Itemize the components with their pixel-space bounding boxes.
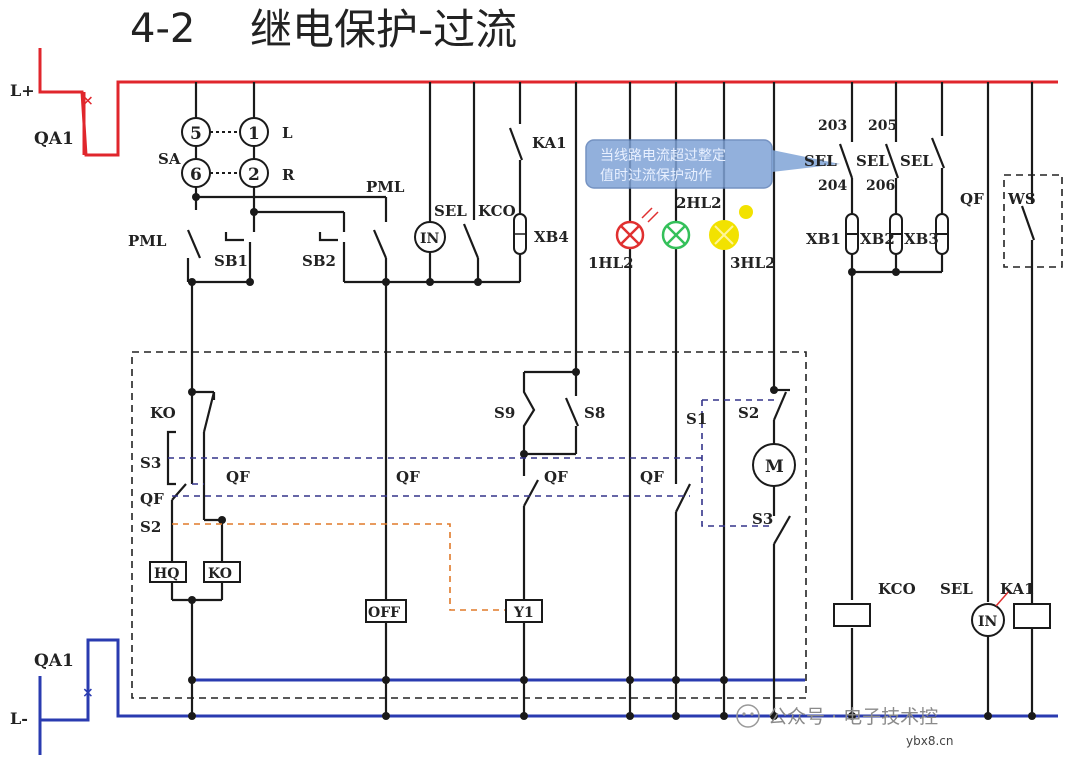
terminal-6-label: 6 <box>190 165 202 185</box>
sel-in-label: SEL <box>434 202 467 220</box>
xb3-label: XB3 <box>904 230 939 248</box>
l-minus-label: L- <box>10 709 28 728</box>
watermark-site: ybx8.cn <box>906 734 953 748</box>
s2-left-label: S2 <box>140 518 161 536</box>
title-text: 继电保护-过流 <box>250 5 517 54</box>
s2-right-label: S2 <box>738 404 759 422</box>
motor-label: M <box>765 457 784 477</box>
xb1-label: XB1 <box>806 230 841 248</box>
t203-label: 203 <box>818 118 847 134</box>
sel3-label: SEL <box>900 152 933 170</box>
t206-label: 206 <box>866 178 895 194</box>
hl1-label: 1HL2 <box>588 254 634 272</box>
title-number: 4-2 <box>130 6 195 52</box>
sa-switch <box>181 117 269 188</box>
ko-top-label: KO <box>150 404 176 422</box>
sb2-label: SB2 <box>302 252 336 270</box>
qf-left-label: QF <box>140 490 164 508</box>
xb-plates <box>845 213 949 255</box>
hq-coil <box>149 561 187 583</box>
ka1-top-label: KA1 <box>532 134 567 152</box>
callout-line2: 值时过流保护动作 <box>600 168 712 184</box>
terminal-2-label: 2 <box>248 165 260 185</box>
s9-label: S9 <box>494 404 515 422</box>
sel1-label: SEL <box>804 152 837 170</box>
terminal-1 <box>239 117 269 147</box>
in-meter-top-label: IN <box>420 231 440 247</box>
hl3-label: 3HL2 <box>730 254 776 272</box>
motor <box>752 443 796 487</box>
minus-bus <box>38 638 1058 755</box>
junction-dots <box>188 193 1036 720</box>
callout-line1: 当线路电流超过整定 <box>600 148 726 164</box>
breaker-cabinet-box <box>131 351 807 699</box>
sel2-label: SEL <box>856 152 889 170</box>
qf-mid3-label: QF <box>544 468 568 486</box>
l-plus-label: L+ <box>10 81 35 100</box>
qa1-bottom-x: × <box>82 685 94 701</box>
kco-bottom-label: KCO <box>878 580 916 598</box>
xb2-label: XB2 <box>860 230 895 248</box>
t204-label: 204 <box>818 178 847 194</box>
in-meter-bottom <box>971 603 1005 637</box>
pml-left-label: PML <box>128 232 167 250</box>
sb1-label: SB1 <box>214 252 248 270</box>
l-label: L <box>282 124 293 142</box>
off-label: OFF <box>368 605 400 621</box>
y1-label: Y1 <box>513 605 534 621</box>
watermark-text: 公众号 · 电子技术控 <box>768 706 938 728</box>
plus-bus <box>38 48 1058 157</box>
qf-mid1-label: QF <box>226 468 250 486</box>
xb4-label: XB4 <box>534 228 569 246</box>
t205-label: 205 <box>868 118 897 134</box>
terminal-2 <box>239 158 269 188</box>
ka1-coil <box>1013 603 1051 629</box>
lamp-3hl2 <box>709 205 753 250</box>
s3-left-label: S3 <box>140 454 161 472</box>
r-label: R <box>282 166 295 184</box>
qf-mid2-label: QF <box>396 468 420 486</box>
s3-right-label: S3 <box>752 510 773 528</box>
off-coil <box>365 599 407 623</box>
callout-bubble: 当线路电流超过整定 值时过流保护动作 <box>585 139 840 189</box>
qa1-top-label: QA1 <box>34 129 74 149</box>
s8-label: S8 <box>584 404 605 422</box>
sel-bottom-label: SEL <box>940 580 973 598</box>
terminal-1-label: 1 <box>248 124 260 144</box>
qa1-top-x: × <box>82 93 94 109</box>
qf-mid4-label: QF <box>640 468 664 486</box>
sa-label: SA <box>158 150 181 168</box>
in-meter-top <box>414 221 446 253</box>
lamp-1hl2 <box>615 207 659 250</box>
kco-top-label: KCO <box>478 202 516 220</box>
linkage-lines <box>168 399 774 611</box>
hl2-label: 2HL2 <box>676 194 722 212</box>
pml-top-label: PML <box>366 178 405 196</box>
ws-label: WS <box>1007 190 1036 208</box>
kco-coil <box>833 603 871 627</box>
ko-box-label: KO <box>208 566 232 582</box>
terminal-5-label: 5 <box>190 124 202 144</box>
lamp-2hl2 <box>661 220 691 250</box>
ka1-bottom-label: KA1 <box>1000 580 1035 598</box>
wiring <box>166 82 1036 716</box>
y1-coil <box>505 599 543 623</box>
watermark: 公众号 · 电子技术控 ybx8.cn <box>736 704 953 748</box>
qf-right-label: QF <box>960 190 984 208</box>
ko-coil <box>203 561 241 583</box>
s1-label: S1 <box>686 410 707 428</box>
hq-label: HQ <box>154 566 179 582</box>
qa1-bottom-label: QA1 <box>34 651 74 671</box>
in-bottom-label: IN <box>978 614 998 630</box>
